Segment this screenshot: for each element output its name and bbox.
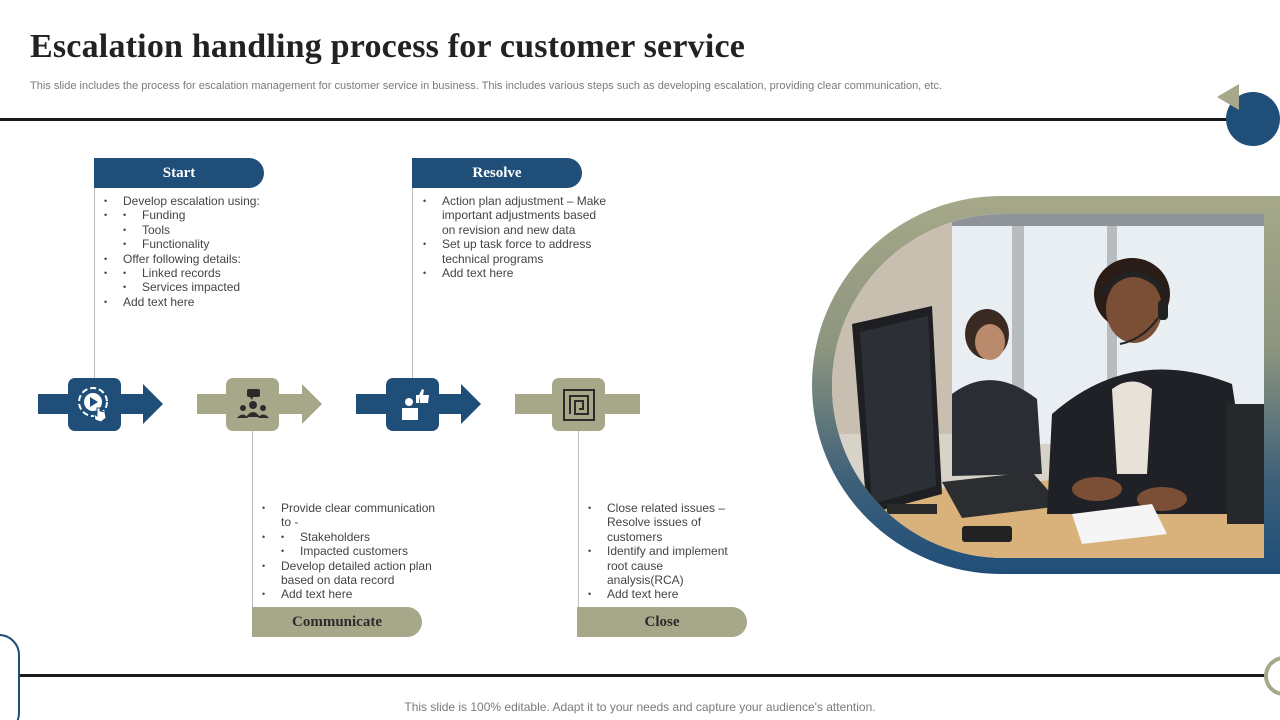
spiral-square-icon xyxy=(562,388,595,421)
communicate-icon-box xyxy=(226,378,279,431)
communicate-sublist: Stakeholders Impacted customers xyxy=(262,530,442,559)
close-bullet: Add text here xyxy=(588,587,738,602)
bottom-divider xyxy=(20,674,1268,677)
decorative-triangle xyxy=(1217,84,1239,110)
page-subtitle: This slide includes the process for esca… xyxy=(30,80,943,92)
communicate-text-block: Provide clear communication to - Stakeho… xyxy=(262,501,442,602)
close-text-block: Close related issues – Resolve issues of… xyxy=(588,501,738,602)
start-sub-bullet: Funding xyxy=(123,208,294,223)
close-icon-box xyxy=(552,378,605,431)
resolve-bullet: Add text here xyxy=(423,266,609,281)
start-sublist: Funding Tools Functionality xyxy=(104,208,294,252)
resolve-text-block: Action plan adjustment – Make important … xyxy=(423,194,609,281)
photo-frame xyxy=(812,196,1280,574)
step-label-start: Start xyxy=(94,158,264,188)
step-label-resolve: Resolve xyxy=(412,158,582,188)
call-center-photo xyxy=(832,214,1264,558)
top-divider xyxy=(0,118,1240,121)
close-bullet: Close related issues – Resolve issues of… xyxy=(588,501,738,544)
page-title: Escalation handling process for customer… xyxy=(30,28,746,65)
communicate-sub-bullet: Stakeholders xyxy=(281,530,442,545)
communicate-sub-bullet: Impacted customers xyxy=(281,544,442,559)
decorative-bottom-right-ring xyxy=(1264,656,1280,696)
start-icon-box xyxy=(68,378,121,431)
flow-arrow-communicate xyxy=(302,384,322,424)
thumbs-up-desk-icon xyxy=(401,388,429,420)
start-bullet: Add text here xyxy=(104,295,294,310)
communicate-bullet: Develop detailed action plan based on da… xyxy=(262,559,442,588)
connector-line-resolve xyxy=(412,188,413,378)
start-sub-bullet: Linked records xyxy=(123,266,294,281)
connector-line-communicate xyxy=(252,431,253,607)
step-label-communicate: Communicate xyxy=(252,607,422,637)
start-bullet: Offer following details: xyxy=(104,252,294,267)
start-sub-bullet: Tools xyxy=(123,223,294,238)
start-sublist: Linked records Services impacted xyxy=(104,266,294,295)
start-bullet: Develop escalation using: xyxy=(104,194,294,209)
team-chat-icon xyxy=(236,388,269,418)
flow-arrow-start xyxy=(143,384,163,424)
footer-note: This slide is 100% editable. Adapt it to… xyxy=(404,700,876,714)
start-text-block: Develop escalation using: Funding Tools … xyxy=(104,194,294,310)
resolve-icon-box xyxy=(386,378,439,431)
resolve-bullet: Set up task force to address technical p… xyxy=(423,237,609,266)
communicate-bullet: Provide clear communication to - xyxy=(262,501,442,530)
start-sub-bullet: Functionality xyxy=(123,237,294,252)
connector-line-close xyxy=(578,431,579,607)
step-label-close: Close xyxy=(577,607,747,637)
flow-arrow-resolve xyxy=(461,384,481,424)
resolve-bullet: Action plan adjustment – Make important … xyxy=(423,194,609,237)
connector-line-start xyxy=(94,188,95,378)
communicate-bullet: Add text here xyxy=(262,587,442,602)
close-bullet: Identify and implement root cause analys… xyxy=(588,544,738,587)
touch-play-icon xyxy=(77,386,108,423)
start-sub-bullet: Services impacted xyxy=(123,280,294,295)
